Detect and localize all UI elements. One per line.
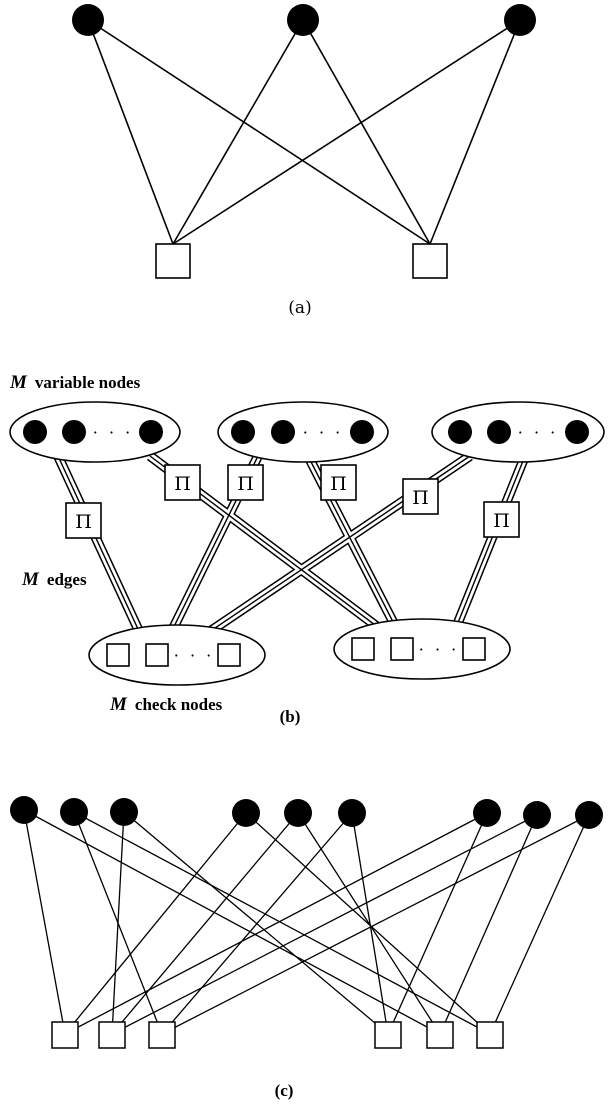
ellipsis: · · ·: [93, 423, 133, 442]
variable-node: [60, 798, 88, 826]
variable-node: [338, 799, 366, 827]
edge: [112, 815, 537, 1034]
variable-node-group: · · ·: [10, 402, 180, 462]
edge: [112, 813, 298, 1034]
variable-node: [72, 4, 104, 36]
check-node: [413, 244, 447, 278]
variable-node: [448, 420, 472, 444]
variable-node: [271, 420, 295, 444]
ellipsis: · · ·: [518, 423, 558, 442]
variable-node: [232, 799, 260, 827]
variable-node-group: · · ·: [218, 402, 388, 462]
panel-a: (a): [72, 4, 536, 318]
edge: [388, 813, 487, 1034]
permutation-box: Π: [66, 503, 101, 538]
edge: [430, 20, 520, 244]
edge: [24, 810, 65, 1034]
ellipsis: · · ·: [419, 640, 459, 659]
check-node: [352, 638, 374, 660]
check-node: [218, 644, 240, 666]
panel-c: (c): [10, 796, 603, 1100]
panel-a-caption: (a): [288, 298, 311, 318]
variable-node: [10, 796, 38, 824]
check-node: [391, 638, 413, 660]
variable-node: [284, 799, 312, 827]
panel-c-caption: (c): [275, 1081, 294, 1100]
variable-node: [231, 420, 255, 444]
edge: [490, 815, 589, 1034]
check-node: [99, 1022, 125, 1048]
permutation-box: Π: [403, 479, 438, 514]
check-nodes-label: Mcheck nodes: [109, 694, 223, 715]
edges-label: Medges: [21, 569, 87, 590]
panel-b: · · · · · · · · · · · ·: [9, 372, 604, 726]
permutation-box: Π: [228, 465, 263, 500]
edge: [112, 812, 124, 1034]
permutation-symbol: Π: [493, 510, 510, 532]
variable-node: [23, 420, 47, 444]
check-node-group: · · ·: [334, 619, 510, 679]
check-node: [146, 644, 168, 666]
variable-node: [350, 420, 374, 444]
permutation-box: Π: [321, 465, 356, 500]
variable-node: [523, 801, 551, 829]
edge: [173, 20, 303, 244]
variable-node: [487, 420, 511, 444]
check-node: [463, 638, 485, 660]
edge: [88, 20, 173, 244]
permutation-boxes: Π Π Π Π Π Π: [66, 465, 519, 538]
edge: [440, 815, 537, 1034]
edge: [124, 812, 388, 1034]
check-node: [107, 644, 129, 666]
variable-node: [504, 4, 536, 36]
ellipsis: · · ·: [303, 423, 343, 442]
check-node: [427, 1022, 453, 1048]
permutation-symbol: Π: [330, 473, 347, 495]
variable-node: [473, 799, 501, 827]
edge: [65, 813, 487, 1034]
permutation-symbol: Π: [412, 487, 429, 509]
permutation-symbol: Π: [174, 473, 191, 495]
ellipsis: · · ·: [174, 646, 214, 665]
check-node: [477, 1022, 503, 1048]
variable-node: [110, 798, 138, 826]
check-node-group: · · ·: [89, 625, 265, 685]
variable-node: [575, 801, 603, 829]
check-node: [156, 244, 190, 278]
edge: [298, 813, 440, 1034]
variable-node: [62, 420, 86, 444]
permutation-box: Π: [165, 465, 200, 500]
panel-a-edges: [88, 20, 520, 244]
edge: [352, 813, 388, 1034]
variable-nodes-label: Mvariable nodes: [9, 372, 141, 393]
panel-c-edges: [24, 810, 589, 1034]
check-node: [375, 1022, 401, 1048]
permutation-symbol: Π: [75, 511, 92, 533]
check-node: [52, 1022, 78, 1048]
variable-node: [287, 4, 319, 36]
variable-node-group: · · ·: [432, 402, 604, 462]
permutation-symbol: Π: [237, 473, 254, 495]
panel-b-caption: (b): [280, 707, 301, 726]
edge: [303, 20, 430, 244]
check-node: [149, 1022, 175, 1048]
edge: [162, 815, 589, 1034]
permutation-box: Π: [484, 502, 519, 537]
edge: [88, 20, 430, 244]
edge: [173, 20, 520, 244]
variable-node: [139, 420, 163, 444]
edge: [162, 813, 352, 1034]
variable-node: [565, 420, 589, 444]
